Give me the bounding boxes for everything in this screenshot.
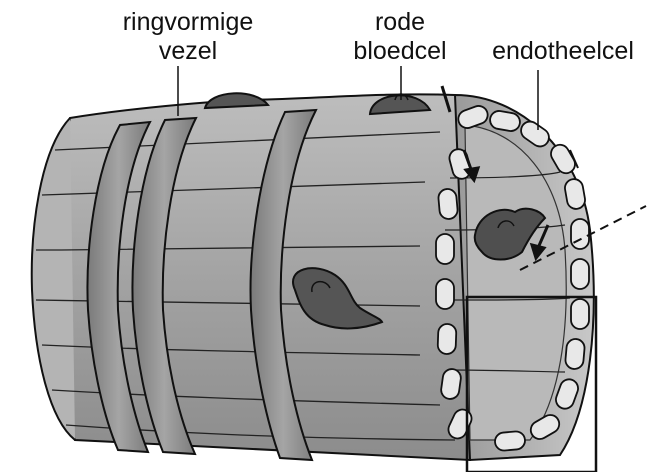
label-red-blood-cell-line1: rode: [330, 8, 470, 37]
label-endothelial-cell: endotheelcel: [478, 37, 648, 66]
label-ring-fiber-line1: ringvormige: [88, 8, 288, 37]
label-ring-fiber: ringvormige vezel: [88, 8, 288, 66]
label-red-blood-cell: rode bloedcel: [330, 8, 470, 66]
label-ring-fiber-line2: vezel: [88, 37, 288, 66]
label-red-blood-cell-line2: bloedcel: [330, 37, 470, 66]
